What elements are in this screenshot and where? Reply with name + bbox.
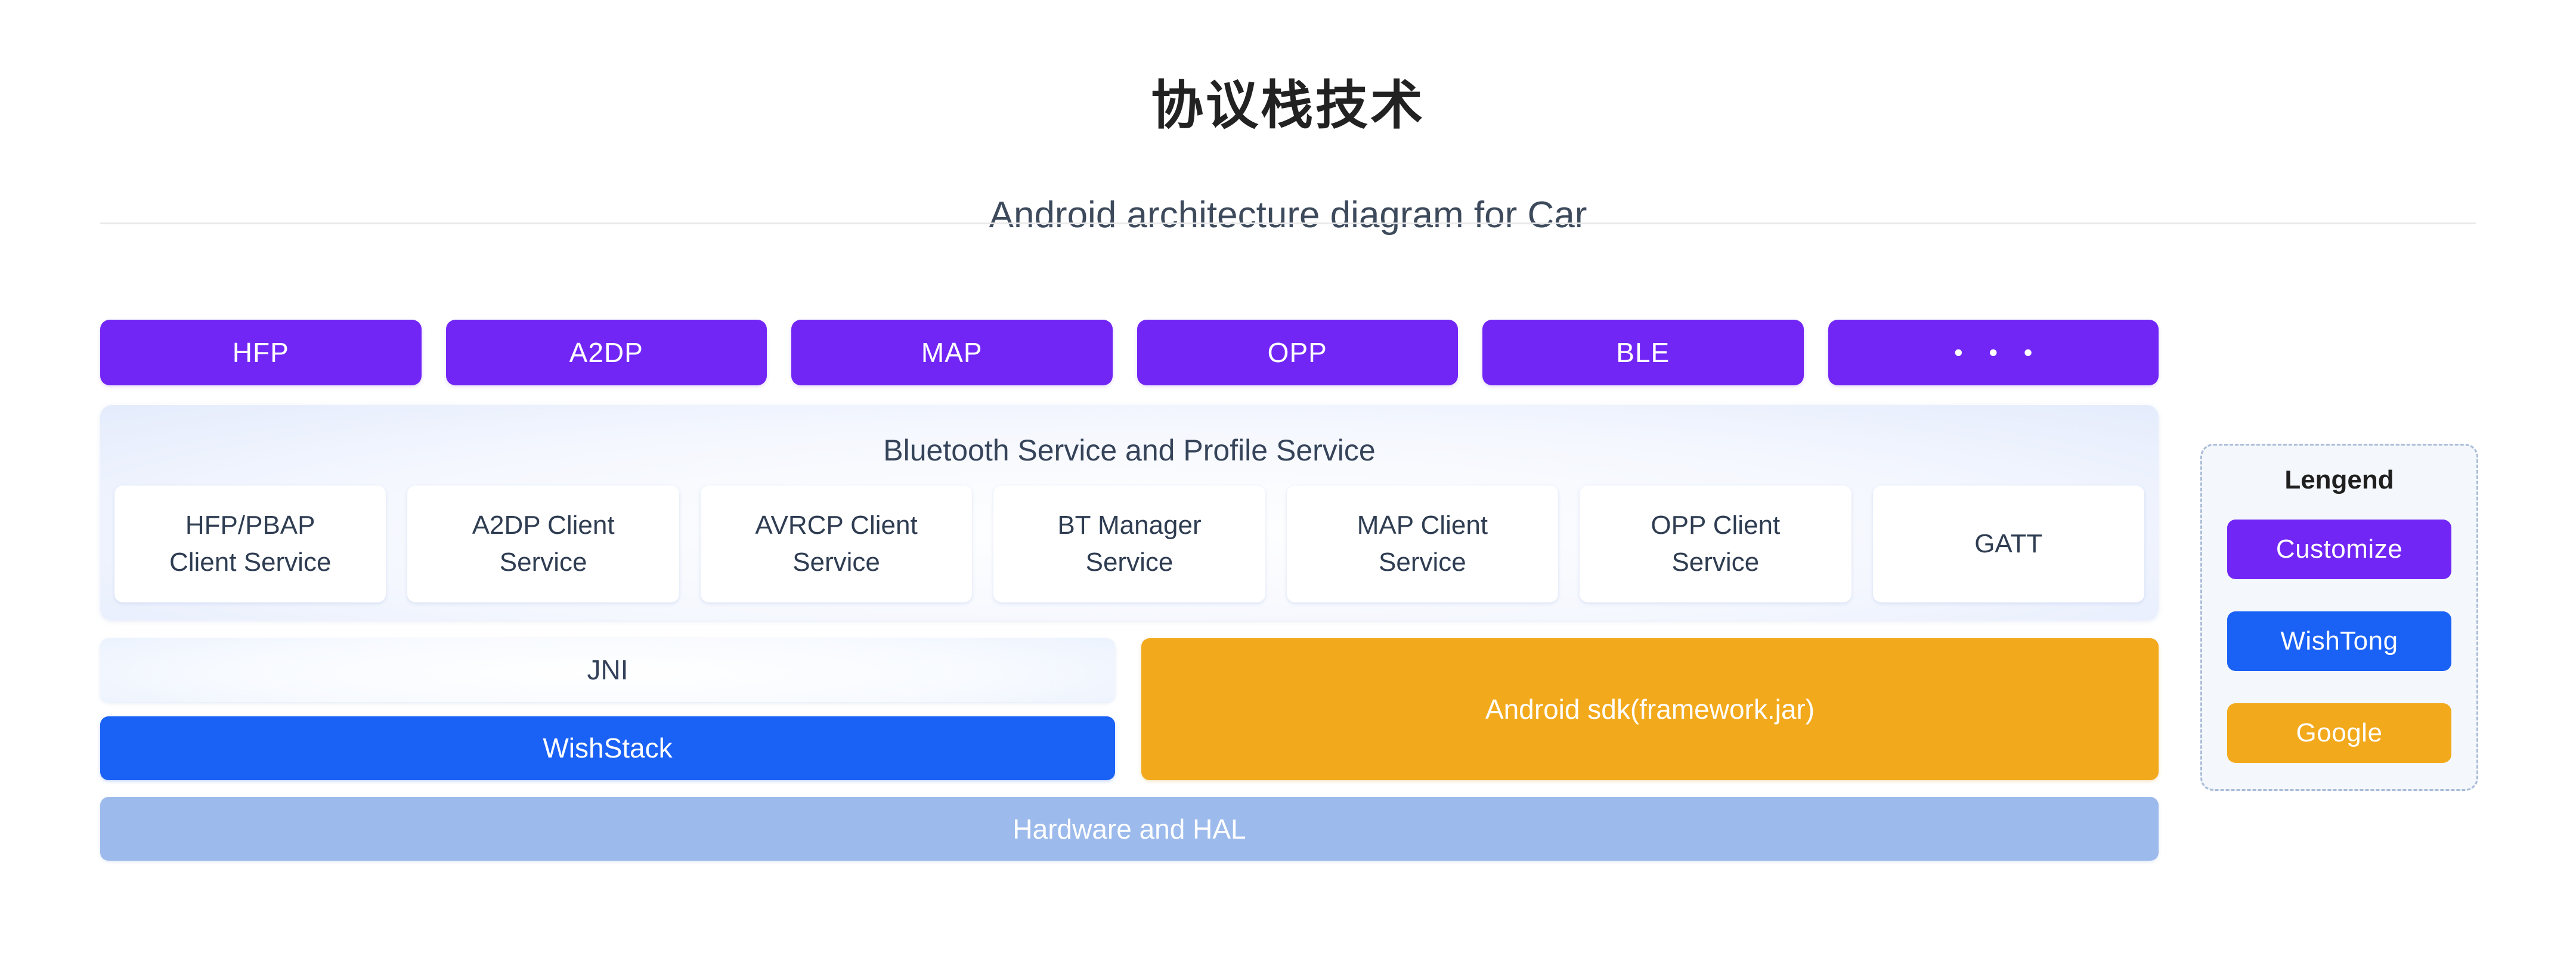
wishstack-layer-block[interactable]: WishStack (100, 716, 1115, 781)
service-card-label: AVRCP Client Service (755, 507, 917, 582)
legend-chip-google[interactable]: Google (2227, 703, 2451, 763)
protocol-chip-map[interactable]: MAP (791, 319, 1113, 385)
android-sdk-block[interactable]: Android sdk(framework.jar) (1141, 638, 2159, 781)
service-card-label: A2DP Client Service (472, 507, 615, 582)
protocol-chip-opp[interactable]: OPP (1137, 319, 1458, 385)
legend-chip-wishtong[interactable]: WishTong (2227, 611, 2451, 672)
service-card-opp-client[interactable]: OPP Client Service (1580, 486, 1852, 603)
jni-layer-block[interactable]: JNI (100, 638, 1115, 703)
middle-layer-row: JNI WishStack Android sdk(framework.jar) (100, 638, 2159, 781)
legend-chip-customize[interactable]: Customize (2227, 520, 2451, 580)
service-card-label: GATT (1974, 529, 2043, 559)
service-card-map-client[interactable]: MAP Client Service (1286, 486, 1559, 603)
service-label-line1: OPP Client (1651, 510, 1781, 540)
legend-title: Lengend (2284, 465, 2394, 494)
service-label-line2: Service (1671, 548, 1760, 577)
service-label-line1: MAP Client (1357, 510, 1488, 540)
header-divider (100, 222, 2476, 224)
service-label-line1: BT Manager (1057, 510, 1202, 540)
native-stack-column: JNI WishStack (100, 638, 1115, 781)
service-label-line2: Service (499, 548, 587, 577)
legend-panel: Lengend Customize WishTong Google (2200, 443, 2478, 792)
protocol-chip-row: HFP A2DP MAP OPP BLE • • • (100, 319, 2159, 385)
service-card-label: MAP Client Service (1357, 507, 1488, 582)
service-card-bt-manager[interactable]: BT Manager Service (993, 486, 1265, 603)
service-label-line2: Service (792, 548, 880, 577)
service-card-hfp-pbap-client[interactable]: HFP/PBAP Client Service (114, 486, 386, 603)
architecture-diagram: HFP A2DP MAP OPP BLE • • • Bluetooth Ser… (100, 319, 2159, 861)
service-label-line2: Client Service (169, 548, 332, 577)
diagram-page: 协议栈技术 Android architecture diagram for C… (0, 35, 2576, 980)
service-card-label: OPP Client Service (1651, 507, 1780, 582)
service-card-gatt[interactable]: GATT (1872, 486, 2144, 603)
page-title: 协议栈技术 (1150, 75, 1425, 135)
protocol-chip-ble[interactable]: BLE (1482, 319, 1804, 385)
protocol-chip-hfp[interactable]: HFP (100, 319, 422, 385)
service-card-avrcp-client[interactable]: AVRCP Client Service (700, 486, 973, 603)
service-card-label: HFP/PBAP Client Service (169, 507, 331, 582)
bluetooth-service-panel: Bluetooth Service and Profile Service HF… (100, 404, 2159, 621)
bluetooth-panel-title: Bluetooth Service and Profile Service (883, 433, 1376, 467)
service-label-line1: AVRCP Client (755, 510, 918, 540)
protocol-chip-more[interactable]: • • • (1828, 319, 2159, 385)
service-card-a2dp-client[interactable]: A2DP Client Service (407, 486, 679, 603)
service-label-line2: Service (1085, 548, 1174, 577)
service-label-line2: Service (1379, 548, 1466, 577)
protocol-chip-a2dp[interactable]: A2DP (445, 319, 767, 385)
service-card-label: BT Manager Service (1057, 507, 1201, 582)
service-label-line1: A2DP Client (472, 510, 615, 540)
hardware-hal-block[interactable]: Hardware and HAL (100, 797, 2159, 861)
diagram-subtitle: Android architecture diagram for Car (989, 194, 1587, 236)
service-card-row: HFP/PBAP Client Service A2DP Client Serv… (114, 486, 2144, 603)
service-label-line1: HFP/PBAP (185, 510, 315, 540)
